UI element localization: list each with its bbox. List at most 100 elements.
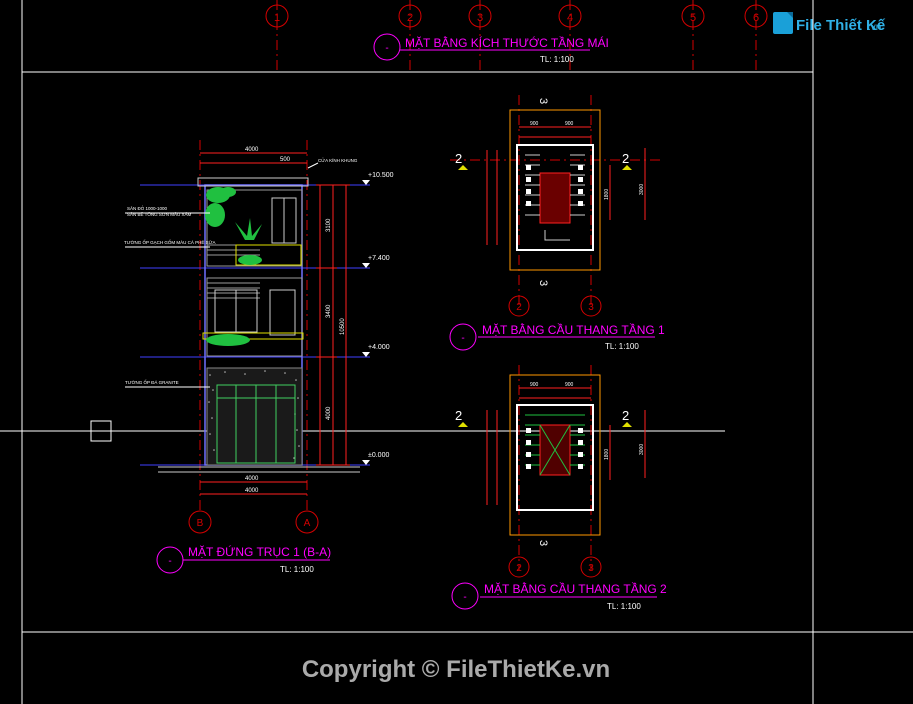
stair2-walls: [516, 404, 594, 511]
svg-text:4: 4: [567, 12, 573, 24]
dim-total: 10500: [340, 318, 346, 335]
level-markers: +10.500 +7.400 +4.000 ±0.000: [362, 172, 394, 465]
balcony-rail-2: [202, 332, 304, 340]
roof-plan-title: - MẶT BẰNG KÍCH THƯỚC TẦNG MÁI TL: 1:100: [373, 33, 609, 64]
stair1-walls: [516, 144, 594, 251]
svg-text:1800: 1800: [604, 189, 610, 200]
stair2-cut-left: 2: [455, 408, 462, 423]
elevation-axis-A: A: [295, 510, 319, 534]
dim-top-small: 500: [280, 157, 291, 163]
svg-text:3000: 3000: [639, 444, 645, 455]
dim-seg-1: 3100: [326, 218, 332, 232]
stair1-axis-3: 3: [580, 295, 602, 317]
grid-bubble-6: 6: [744, 4, 768, 28]
stair2-title-text: MẶT BẰNG CẦU THANG TẦNG 2: [484, 581, 667, 596]
grid-bubble-1: 1: [265, 4, 289, 28]
dim-bottom: 4000: [245, 476, 259, 482]
stair1-cut-left: 2: [455, 151, 462, 166]
svg-text:1800: 1800: [604, 449, 610, 460]
grid-bubble-5: 5: [681, 4, 705, 28]
stair2-boundary: [509, 374, 601, 536]
stair1-cut-right: 2: [622, 151, 629, 166]
stair2-axis-3: 3: [580, 556, 602, 578]
svg-text:5: 5: [690, 12, 696, 24]
level-740: +7.400: [368, 255, 390, 262]
logo-file-icon: [773, 12, 793, 34]
stair1-title-text: MẶT BẰNG CẦU THANG TẦNG 1: [482, 322, 665, 337]
svg-text:2: 2: [516, 563, 522, 574]
svg-text:3: 3: [477, 12, 483, 24]
level-400: +4.000: [368, 344, 390, 351]
svg-text:2: 2: [407, 12, 413, 24]
logo-suffix: .vn: [868, 22, 881, 33]
elevation-leaders: [125, 162, 319, 388]
ground-floor-doors: [216, 384, 296, 464]
balcony-rail-3: [235, 244, 302, 266]
stair2-title: - MẶT BẰNG CẦU THANG TẦNG 2 TL: 1:100: [451, 581, 667, 611]
svg-text:3: 3: [588, 563, 594, 574]
roof-parapet: [197, 177, 309, 187]
svg-text:A: A: [304, 518, 311, 529]
roof-title-text: MẶT BẰNG KÍCH THƯỚC TẦNG MÁI: [405, 35, 609, 50]
stair1-axis-2: 2: [508, 295, 530, 317]
elevation-view: +10.500 +7.400 +4.000 ±0.000 3100 3400 4…: [124, 140, 394, 574]
elevation-vertical-dims: [316, 184, 350, 466]
elevation-horizontal-dims: [200, 152, 307, 495]
grid-bubble-3: 3: [468, 4, 492, 28]
stair2-axis-2: 2: [508, 556, 530, 578]
level-1050: +10.500: [368, 172, 394, 179]
note-glass: CỬA KÍNH KHUNG: [318, 157, 358, 163]
svg-text:900: 900: [530, 382, 539, 388]
stair1-boundary: [509, 109, 601, 271]
second-floor-facade: [206, 277, 303, 357]
svg-text:6: 6: [753, 12, 759, 24]
dim-seg-3: 4000: [326, 406, 332, 420]
svg-text:3: 3: [588, 302, 594, 313]
dim-seg-2: 3400: [326, 304, 332, 318]
elevation-scale: TL: 1:100: [280, 565, 314, 574]
elevation-axis-B: B: [188, 510, 212, 534]
elevation-title: - MẶT ĐỨNG TRỤC 1 (B-A) TL: 1:100: [156, 544, 331, 574]
facade-plants: [205, 187, 262, 346]
grid-bubble-4: 4: [558, 4, 582, 28]
stair2-dims: [486, 387, 646, 505]
stair-plan-2: 900 900 1800 3000 2 2 3 2 3 - MẶT BẰNG C…: [451, 365, 667, 611]
svg-text:3000: 3000: [639, 184, 645, 195]
grid-bubble-2: 2: [398, 4, 422, 28]
filethietke-logo: File Thiết Kế .vn: [773, 12, 886, 34]
roof-scale: TL: 1:100: [540, 55, 574, 64]
svg-text:-: -: [461, 333, 464, 344]
svg-text:1: 1: [274, 12, 280, 24]
note-tile: TƯỜNG ỐP GẠCH GỐM MÀU CÁ PHÊ SỮA: [124, 238, 215, 245]
svg-text:900: 900: [565, 121, 574, 127]
copyright-watermark: Copyright © FileThietKe.vn: [302, 656, 610, 683]
note-slab: SÀN BÊ TÔNG SƠN MÀU XÁM: [127, 210, 192, 217]
stair1-scale: TL: 1:100: [605, 342, 639, 351]
stair1-treads: [525, 154, 585, 241]
granite-base: [206, 367, 303, 466]
svg-text:B: B: [197, 518, 204, 529]
dim-top: 4000: [245, 147, 259, 153]
svg-text:-: -: [385, 43, 388, 54]
stair1-dims: [486, 126, 646, 245]
stair-plan-1: 900 900 1800 3000 2 2 3 3 2 3 - MẶT BẰNG…: [449, 95, 665, 351]
elevation-title-text: MẶT ĐỨNG TRỤC 1 (B-A): [188, 544, 331, 559]
stair1-well: [539, 172, 571, 224]
stair2-cut-bottom: 3: [537, 540, 549, 546]
ucs-cursor-box[interactable]: [90, 420, 112, 442]
level-000: ±0.000: [368, 452, 389, 459]
svg-text:2: 2: [516, 302, 522, 313]
stair2-cut-right: 2: [622, 408, 629, 423]
stair1-cut-bottom: 3: [537, 280, 549, 286]
note-granite: TƯỜNG ỐP ĐÁ GRANITE: [125, 379, 179, 385]
stair1-title: - MẶT BẰNG CẦU THANG TẦNG 1 TL: 1:100: [449, 322, 665, 351]
stair2-scale: TL: 1:100: [607, 602, 641, 611]
svg-text:900: 900: [530, 121, 539, 127]
svg-text:-: -: [168, 556, 171, 567]
stair1-cut-top: 3: [537, 98, 549, 104]
dim-bottom-2: 4000: [245, 488, 259, 494]
top-grid-axes: 1 2 3 4 5 6: [265, 0, 768, 70]
logo-brand: File Thiết Kế: [796, 17, 886, 34]
